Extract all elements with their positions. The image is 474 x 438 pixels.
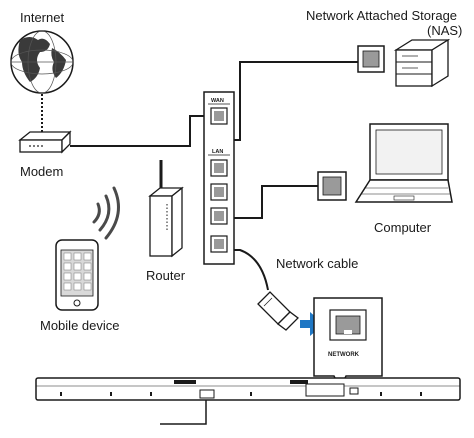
computer-port — [317, 171, 347, 201]
lan-port-1 — [210, 159, 228, 177]
cable-nas-to-router — [222, 61, 364, 141]
router-icon — [148, 160, 184, 258]
network-port — [329, 309, 367, 341]
internet-label: Internet — [20, 10, 64, 25]
lan-port-3 — [210, 207, 228, 225]
soundbar-icon — [35, 377, 461, 401]
lan-port-4 — [210, 235, 228, 253]
computer-label: Computer — [374, 220, 432, 235]
mobile-device-label: Mobile device — [40, 318, 120, 333]
wan-port-label: WAN — [211, 98, 224, 104]
mobile-device-icon — [55, 239, 99, 311]
lan-port-2 — [210, 183, 228, 201]
modem-icon — [18, 130, 72, 154]
power-cable — [160, 398, 207, 425]
network-plug-icon — [257, 291, 299, 331]
nas-icon — [393, 38, 451, 88]
cable-router-to-soundbar — [222, 249, 269, 291]
modem-label: Modem — [20, 164, 63, 179]
router-port-panel: WAN LAN — [203, 91, 235, 265]
nas-port — [357, 45, 385, 73]
nas-label-line1: Network Attached Storage — [306, 8, 457, 23]
network-port-callout: NETWORK — [313, 297, 383, 390]
cable-modem-to-router — [70, 115, 214, 147]
cable-computer-to-router — [222, 185, 318, 219]
router-label: Router — [146, 268, 186, 283]
wan-port — [210, 107, 228, 125]
laptop-icon — [354, 123, 453, 203]
network-cable-label: Network cable — [276, 256, 358, 271]
wifi-icon — [92, 186, 120, 240]
globe-icon — [10, 30, 74, 94]
connect-arrow-icon — [300, 312, 324, 336]
lan-port-label: LAN — [212, 149, 223, 155]
network-port-label: NETWORK — [328, 352, 360, 358]
nas-label-line2: (NAS) — [427, 23, 462, 38]
